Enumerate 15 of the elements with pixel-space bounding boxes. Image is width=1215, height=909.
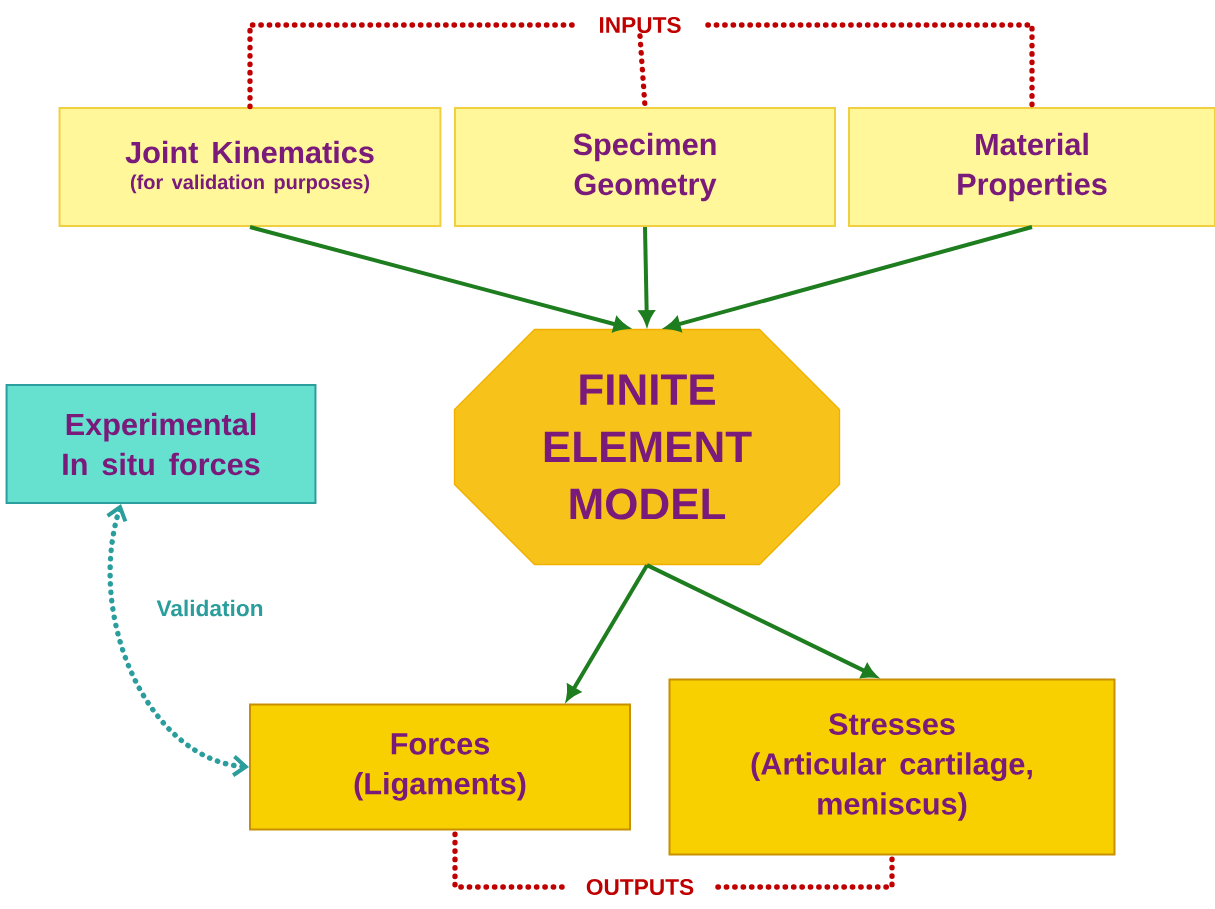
output-box: Stresses (Articular cartilage, meniscus) (668, 678, 1116, 856)
model-octagon: FINITE ELEMENT MODEL (453, 328, 841, 566)
input-box: Joint Kinematics (for validation purposes) (58, 107, 442, 227)
group-label: OUTPUTS (586, 878, 694, 896)
output-box: Forces (Ligaments) (249, 703, 631, 831)
connector (646, 563, 877, 678)
connector (566, 564, 649, 701)
input-box: Material Properties (848, 107, 1215, 227)
connector (705, 22, 1035, 110)
edge-label: Validation (156, 599, 263, 617)
validation-box: Experimental In situ forces (5, 384, 317, 504)
connector (247, 22, 575, 110)
input-box: Specimen Geometry (454, 107, 836, 227)
group-label: INPUTS (599, 16, 681, 34)
connector (106, 504, 249, 777)
